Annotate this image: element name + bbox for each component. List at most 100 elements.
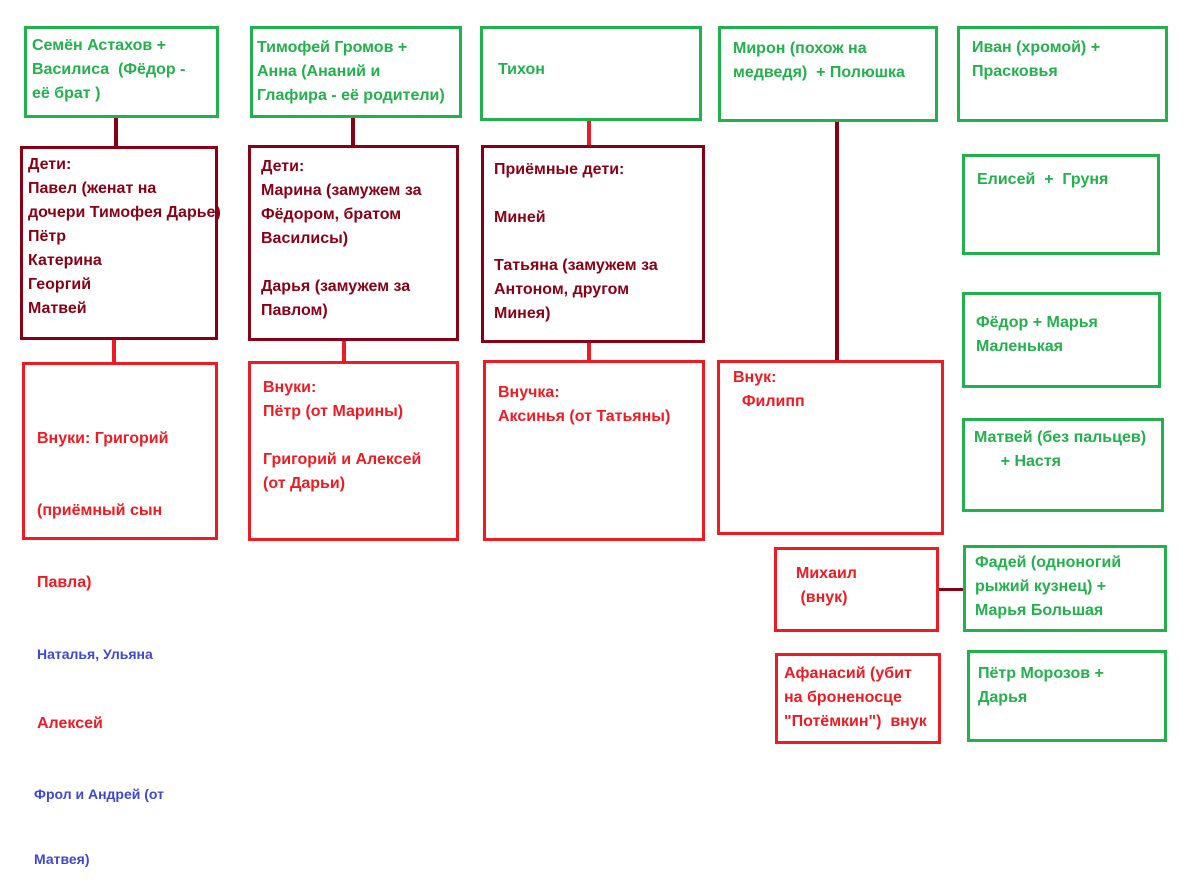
text-line: Прасковья: [972, 63, 1058, 80]
text-line: Наталья, Ульяна: [37, 646, 153, 662]
text-line: [263, 424, 421, 448]
family-box-astakhov: [24, 26, 219, 118]
text-line: Аксинья (от Татьяны): [498, 408, 671, 425]
text-line: Георгий: [28, 276, 92, 293]
text-line: "Потёмкин") внук: [784, 713, 927, 730]
text-line: Василиса (Фёдор -: [32, 61, 186, 78]
text-line: Пётр: [28, 228, 67, 245]
family-box-miron: [718, 26, 938, 122]
text-line: (от Дарьи): [263, 475, 346, 492]
text-line: Фадей (одноногий: [975, 554, 1122, 571]
family-box-petr: [967, 650, 1167, 742]
text-line: Матвей (без пальцев): [974, 429, 1147, 446]
mikhail-text: Михаил (внук): [796, 562, 857, 610]
text-line: медведя) + Полюшка: [733, 64, 905, 81]
grandson-box-afanasy: [775, 653, 941, 744]
matvey-text: Матвей (без пальцев) + Настя: [974, 426, 1146, 474]
text-line: Дарья (замужем за: [261, 278, 411, 295]
text-line: Катерина: [28, 252, 102, 269]
family-box-fedor: [962, 292, 1161, 388]
text-line: Тихон: [498, 61, 545, 78]
text-line: Маленькая: [976, 338, 1064, 355]
text-line: Алексей: [37, 715, 103, 732]
text-line: Внук:: [733, 369, 777, 386]
text-line: рыжий кузнец) +: [975, 578, 1107, 595]
elisey-text: Елисей + Груня: [977, 168, 1108, 192]
text-line: дочери Тимофея Дарье): [28, 204, 221, 221]
text-line: Фёдором, братом: [261, 206, 402, 223]
tikhon-parents-text: Тихон: [498, 58, 545, 82]
text-line: Семён Астахов +: [32, 37, 166, 54]
text-line: Михаил: [796, 565, 857, 582]
text-line: Минея): [494, 305, 551, 322]
miron-grandchildren-text: Внук: Филипп: [733, 366, 805, 414]
text-line: Павла): [37, 574, 92, 591]
text-line: на броненосце: [784, 689, 902, 706]
text-line: Павел (женат на: [28, 180, 157, 197]
family-box-elisey: [962, 154, 1160, 255]
text-line: Фрол и Андрей (от: [34, 786, 164, 802]
text-line: Анна (Ананий и: [257, 63, 381, 80]
connector-line: [835, 122, 839, 362]
connector-line: [937, 588, 964, 591]
connector-line: [342, 339, 346, 363]
text-line: Пётр (от Марины): [263, 403, 404, 420]
gromov-grandchildren-text: Внуки: Пётр (от Марины) Григорий и Алексей…: [263, 376, 421, 496]
children-box-astakhov: [20, 146, 218, 340]
miron-parents-text: Мирон (похож на медведя) + Полюшка: [733, 37, 905, 85]
connector-line: [587, 119, 591, 146]
connector-line: [351, 117, 355, 147]
text-line: Внуки:: [263, 379, 317, 396]
astakhov-grandchildren-text: Внуки: Григорий (приёмный сын Павла) Нат…: [34, 379, 169, 893]
text-line: Внуки: Григорий: [37, 430, 169, 447]
text-line: [261, 251, 421, 275]
text-line: Мирон (похож на: [733, 40, 867, 57]
text-line: Афанасий (убит: [784, 665, 912, 682]
children-box-gromov: [248, 145, 459, 341]
text-line: Приёмные дети:: [494, 161, 625, 178]
grandchildren-box-tikhon: [483, 360, 705, 541]
text-line: Марья Большая: [975, 602, 1104, 619]
text-line: Василисы): [261, 230, 349, 247]
text-line: Дети:: [261, 158, 305, 175]
ivan-text: Иван (хромой) +Прасковья: [972, 36, 1100, 84]
tikhon-grandchildren-text: Внучка: Аксинья (от Татьяны): [498, 381, 670, 429]
grandson-box-mikhail: [774, 547, 939, 632]
family-box-tikhon: [480, 26, 702, 121]
text-line: Антоном, другом: [494, 281, 630, 298]
text-line: Пётр Морозов +: [978, 665, 1104, 682]
family-box-gromov: [250, 26, 462, 118]
text-line: Фёдор + Марья: [976, 314, 1098, 331]
text-line: Внучка:: [498, 384, 560, 401]
text-line: Глафира - её родители): [257, 87, 445, 104]
children-box-tikhon: [481, 145, 705, 343]
text-line: Павлом): [261, 302, 328, 319]
gromov-parents-text: Тимофей Громов + Анна (Ананий и Глафира - …: [257, 36, 445, 108]
text-line: Марина (замужем за: [261, 182, 422, 199]
text-line: (внук): [796, 589, 848, 606]
petr-text: Пётр Морозов + Дарья: [978, 662, 1104, 710]
text-line: Тимофей Громов +: [257, 39, 408, 56]
text-line: Матвея): [34, 851, 90, 867]
fadey-text: Фадей (одноногий рыжий кузнец) + Марья Бол…: [975, 551, 1121, 623]
text-line: Дарья: [978, 689, 1028, 706]
text-line: Филипп: [733, 393, 805, 410]
connector-line: [112, 338, 116, 363]
grandchildren-box-miron: [717, 360, 944, 535]
text-line: [494, 230, 658, 254]
text-line: (приёмный сын: [37, 502, 163, 519]
family-box-fadey: [963, 545, 1167, 632]
grandchildren-box-gromov: [248, 361, 459, 541]
text-line: Григорий и Алексей: [263, 451, 422, 468]
text-line: + Настя: [974, 453, 1061, 470]
family-box-ivan: [957, 26, 1168, 122]
astakhov-parents-text: Семён Астахов +Василиса (Фёдор -её брат …: [32, 34, 185, 106]
connector-line: [587, 342, 591, 362]
text-line: [494, 182, 658, 206]
text-line: Миней: [494, 209, 546, 226]
text-line: Татьяна (замужем за: [494, 257, 658, 274]
